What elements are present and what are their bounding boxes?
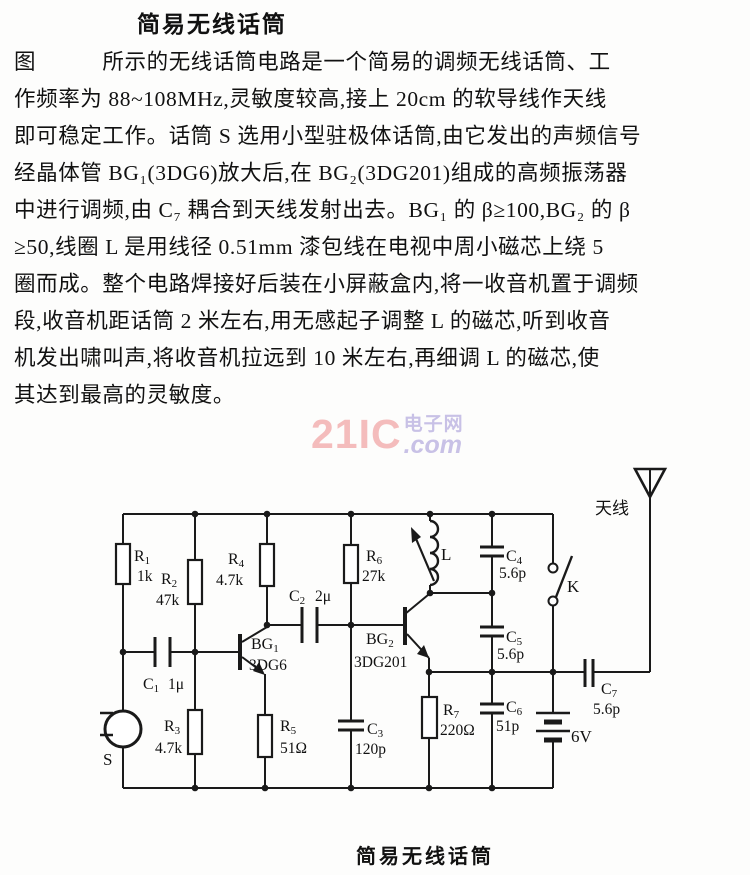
- value-c3: 120p: [355, 741, 386, 758]
- capacitor-c3: [338, 719, 364, 732]
- resistor-r2: [186, 558, 204, 606]
- capacitor-c2: [300, 607, 319, 643]
- switch-k-symbol: [547, 555, 574, 607]
- microphone-symbol: [100, 709, 143, 749]
- resistor-r4: [258, 542, 276, 588]
- label-bg2: BG2: [366, 631, 394, 650]
- value-bg1: 3DG6: [249, 657, 287, 674]
- label-r5: R5: [280, 718, 297, 737]
- watermark-site-name: 电子网: [403, 414, 464, 435]
- value-c5: 5.6p: [497, 646, 524, 663]
- label-switch: K: [567, 577, 580, 596]
- capacitor-c1: [153, 637, 172, 667]
- value-c7: 5.6p: [593, 701, 620, 718]
- label-c3: C3: [367, 721, 384, 740]
- resistor-r6: [342, 543, 360, 585]
- label-microphone: S: [103, 750, 112, 769]
- capacitor-c7: [583, 659, 595, 687]
- battery-symbol: [536, 711, 570, 743]
- label-r4: R4: [228, 551, 245, 570]
- capacitor-c4: [480, 545, 504, 558]
- value-r1: 1k: [137, 568, 153, 585]
- paragraph-line: 作频率为 88~108MHz,灵敏度较高,接上 20cm 的软导线作天线: [14, 87, 607, 111]
- resistor-r7: [420, 695, 439, 740]
- value-bg2: 3DG201: [354, 654, 407, 671]
- paragraph-line: 机发出啸叫声,将收音机拉远到 10 米左右,再细调 L 的磁芯,使: [14, 346, 600, 370]
- label-c2: C2: [289, 588, 305, 607]
- junction-dots: [119, 510, 557, 792]
- watermark-logo: 21IC 电子网 .com: [311, 411, 464, 459]
- label-inductor: L: [441, 545, 451, 564]
- value-c6: 51p: [496, 718, 520, 735]
- label-c1: C1: [143, 676, 159, 695]
- resistor-r3: [186, 708, 204, 756]
- page-title: 简易无线话筒: [137, 12, 287, 37]
- paragraph-line: 中进行调频,由 C₇ 耦合到天线发射出去。BG₁ 的 β≥100,BG₂ 的 β: [14, 198, 631, 222]
- capacitor-c5: [480, 625, 504, 638]
- value-r6: 27k: [362, 568, 386, 585]
- paragraph-line: 段,收音机距话筒 2 米左右,用无感起子调整 L 的磁芯,听到收音: [14, 309, 611, 333]
- paragraph-line: 其达到最高的灵敏度。: [14, 383, 236, 407]
- paragraph-line: 圈而成。整个电路焊接好后装在小屏蔽盒内,将一收音机置于调频: [14, 272, 639, 296]
- value-r3: 4.7k: [155, 740, 182, 757]
- label-c5: C5: [506, 629, 523, 648]
- paragraph-line: 图 所示的无线话筒电路是一个简易的调频无线话筒、工: [14, 50, 611, 74]
- capacitor-plates: [153, 545, 595, 732]
- label-antenna: 天线: [595, 499, 629, 518]
- capacitor-c6: [480, 702, 504, 715]
- value-c4: 5.6p: [499, 565, 526, 582]
- value-r5: 51Ω: [280, 740, 307, 757]
- resistor-bodies: [114, 542, 439, 759]
- label-c7: C7: [601, 681, 618, 700]
- figure-caption: 简易无线话筒: [356, 846, 494, 868]
- antenna-symbol: [632, 467, 668, 500]
- paragraph-line: 经晶体管 BG₁(3DG6)放大后,在 BG₂(3DG201)组成的高频振荡器: [14, 161, 628, 185]
- paragraph-line: 即可稳定工作。话筒 S 选用小型驻极体话筒,由它发出的声频信号: [14, 124, 642, 148]
- resistor-r1: [114, 542, 132, 586]
- label-r6: R6: [366, 548, 383, 567]
- resistor-r5: [256, 713, 274, 759]
- label-r3: R3: [164, 718, 181, 737]
- label-bg1: BG1: [251, 636, 279, 655]
- paragraph-line: ≥50,线圈 L 是用线径 0.51mm 漆包线在电视中周小磁芯上绕 5: [14, 235, 604, 259]
- value-r2: 47k: [156, 592, 180, 609]
- value-r4: 4.7k: [216, 572, 243, 589]
- transistor-bg1: [238, 634, 265, 675]
- transistor-bg2: [403, 607, 429, 658]
- label-c6: C6: [506, 699, 523, 718]
- label-battery: 6V: [571, 727, 593, 746]
- watermark-domain-suffix: .com: [403, 431, 462, 459]
- article-paragraph: 图 所示的无线话筒电路是一个简易的调频无线话筒、工 作频率为 88~108MHz…: [14, 44, 744, 414]
- component-labels: R1 1k R2 47k R3 4.7k R4 4.7k R5 51Ω R6 2…: [103, 499, 629, 769]
- inductor-l-symbol: [411, 519, 440, 587]
- watermark-brand: 21IC: [311, 411, 402, 457]
- value-c2: 2μ: [315, 588, 331, 605]
- value-c1: 1μ: [168, 676, 184, 693]
- value-r7: 220Ω: [440, 722, 475, 739]
- label-r1: R1: [134, 548, 150, 567]
- label-r2: R2: [161, 571, 177, 590]
- label-c4: C4: [506, 548, 523, 567]
- label-r7: R7: [443, 702, 460, 721]
